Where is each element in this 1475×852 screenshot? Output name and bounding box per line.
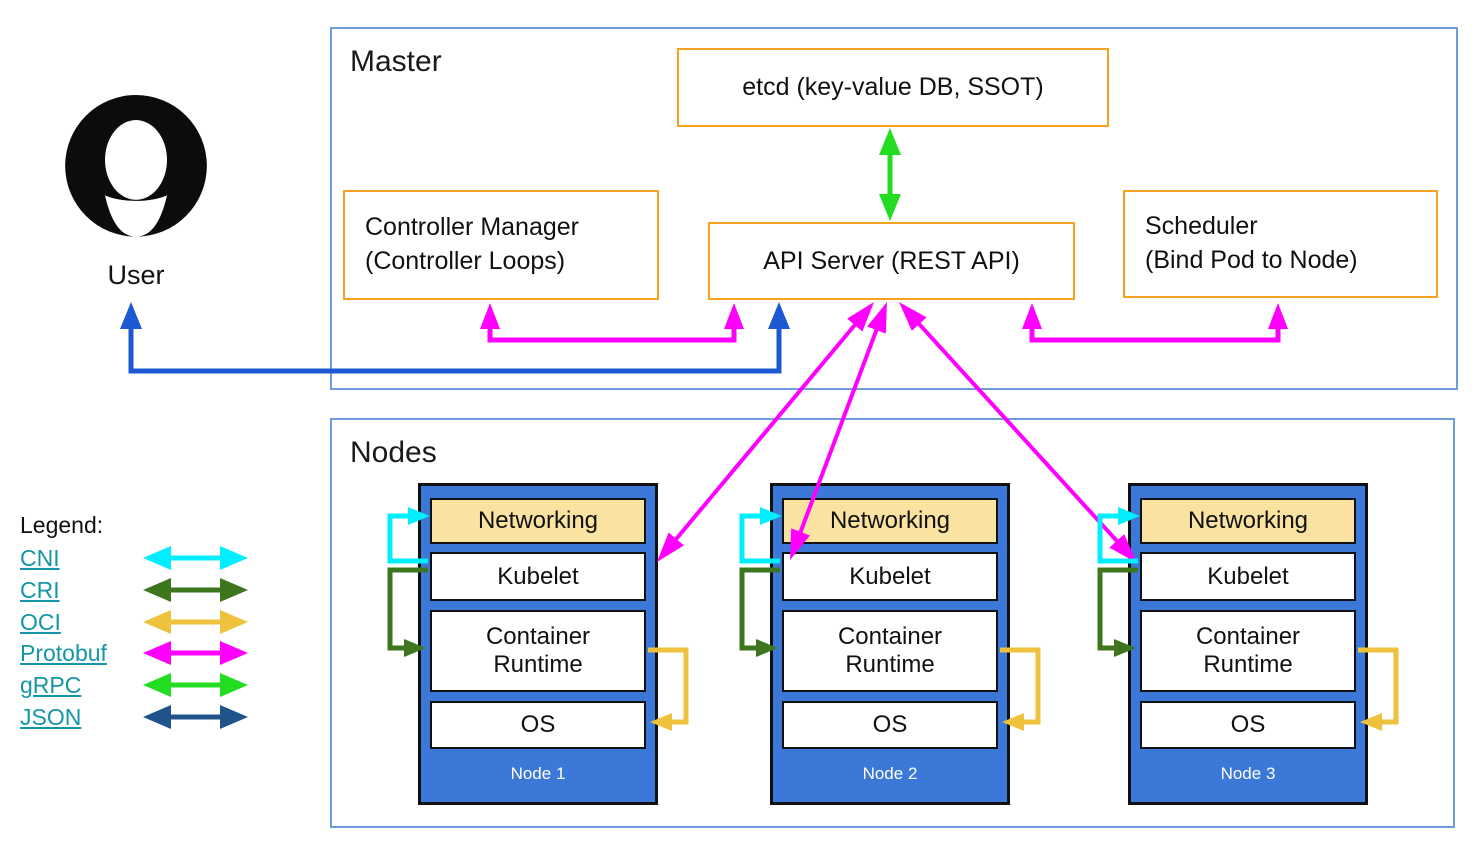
controller-manager-label-line2: (Controller Loops) <box>365 247 566 275</box>
node-2: Networking Kubelet Container Runtime OS … <box>770 483 1010 805</box>
legend-oci-arrow <box>143 610 248 634</box>
node-2-container-runtime-box: Container Runtime <box>782 610 998 692</box>
kubelet-label: Kubelet <box>849 562 931 590</box>
legend-link-cni[interactable]: CNI <box>20 545 60 571</box>
master-title: Master <box>350 45 442 78</box>
networking-label: Networking <box>829 507 951 534</box>
legend-link-oci[interactable]: OCI <box>20 609 61 635</box>
networking-label: Networking <box>1187 507 1309 534</box>
legend-grpc-arrow <box>143 673 248 697</box>
os-label: OS <box>872 711 908 738</box>
legend-protobuf-arrow <box>143 641 248 665</box>
node-2-label: Node 2 <box>862 764 918 783</box>
container-runtime-label: Container Runtime <box>837 623 943 678</box>
networking-label: Networking <box>477 507 599 534</box>
kubelet-label: Kubelet <box>1207 562 1289 590</box>
legend-cni-arrow <box>143 546 248 570</box>
legend-link-grpc[interactable]: gRPC <box>20 672 82 698</box>
api-server-label: API Server (REST API) <box>763 246 1020 275</box>
node-1-container-runtime-box: Container Runtime <box>430 610 646 692</box>
etcd-label: etcd (key-value DB, SSOT) <box>742 73 1044 101</box>
controller-manager-box: Controller Manager (Controller Loops) <box>343 190 659 300</box>
node-1: Networking Kubelet Container Runtime OS … <box>418 483 658 805</box>
node-3-networking-box: Networking <box>1140 498 1356 544</box>
kubelet-label: Kubelet <box>497 562 579 590</box>
nodes-title: Nodes <box>350 436 437 469</box>
node-3-kubelet-box: Kubelet <box>1140 552 1356 601</box>
node-1-kubelet-box: Kubelet <box>430 552 646 601</box>
node-3-container-runtime-box: Container Runtime <box>1140 610 1356 692</box>
node-2-networking-box: Networking <box>782 498 998 544</box>
legend-cri-arrow <box>143 578 248 602</box>
node-1-networking-box: Networking <box>430 498 646 544</box>
node-1-os-box: OS <box>430 701 646 749</box>
controller-manager-label-line1: Controller Manager <box>365 213 579 242</box>
node-2-os-box: OS <box>782 701 998 749</box>
legend-json-arrow <box>143 705 248 729</box>
scheduler-label-line2: (Bind Pod to Node) <box>1145 246 1358 274</box>
user-label: User <box>107 260 165 290</box>
legend-title: Legend: <box>20 512 104 538</box>
legend-link-json[interactable]: JSON <box>20 704 82 730</box>
legend-link-protobuf[interactable]: Protobuf <box>20 640 107 666</box>
node-1-label: Node 1 <box>510 764 566 783</box>
container-runtime-label: Container Runtime <box>485 623 591 678</box>
etcd-box: etcd (key-value DB, SSOT) <box>677 48 1109 127</box>
scheduler-box: Scheduler (Bind Pod to Node) <box>1123 190 1438 298</box>
os-label: OS <box>1230 711 1266 738</box>
node-3: Networking Kubelet Container Runtime OS … <box>1128 483 1368 805</box>
node-3-os-box: OS <box>1140 701 1356 749</box>
master-box: Master <box>330 27 1458 390</box>
node-3-label: Node 3 <box>1220 764 1276 783</box>
scheduler-label-line1: Scheduler <box>1145 212 1258 241</box>
api-server-box: API Server (REST API) <box>708 222 1075 300</box>
nodes-box: Nodes <box>330 418 1455 828</box>
node-2-kubelet-box: Kubelet <box>782 552 998 601</box>
legend-link-cri[interactable]: CRI <box>20 577 60 603</box>
container-runtime-label: Container Runtime <box>1195 623 1301 678</box>
user-figure: User <box>62 92 210 291</box>
user-icon <box>65 94 207 237</box>
os-label: OS <box>520 711 556 738</box>
